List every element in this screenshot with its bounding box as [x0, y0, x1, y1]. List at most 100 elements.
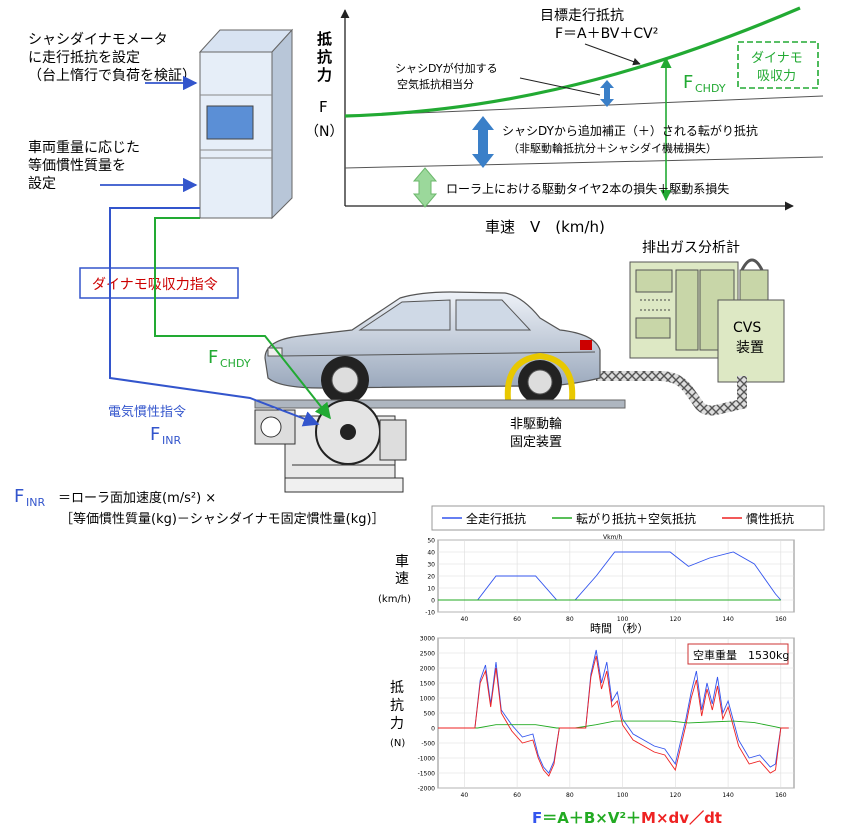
speed-y-label-1: 車 [395, 553, 409, 570]
mass-text-line1: 車両重量に応じた [28, 139, 140, 156]
speed-ytick: 20 [427, 574, 435, 581]
speed-y-unit: (km/h) [378, 594, 411, 605]
force-ytick: 1500 [420, 681, 435, 688]
speed-top-label: Vkm/h [603, 534, 622, 541]
speed-ytick: 50 [427, 538, 435, 545]
cvs-unit: CVS 装置 [717, 258, 785, 383]
force-series-line-2 [438, 655, 789, 777]
cabinet-display [206, 105, 254, 140]
chassis-dynamometer [254, 399, 407, 493]
drive-wheel [321, 356, 369, 404]
finr-formula: F INR ＝ローラ面加速度(m/s²) × ［等価慣性質量(kg)－シャシダイ… [14, 486, 385, 527]
force-series-line-0 [438, 649, 789, 774]
air-note-line2: 空気抵抗相当分 [397, 77, 474, 91]
target-formula: F＝A＋BV＋CV² [555, 26, 658, 42]
speed-ytick: 30 [427, 562, 435, 569]
speed-ytick: 10 [427, 586, 435, 593]
speed-y-label-2: 速 [395, 571, 409, 587]
speed-xtick: 160 [775, 616, 787, 623]
exhaust-analyzer-label: 排出ガス分析計 [642, 240, 740, 256]
inertia-command-label: 電気慣性指令 [108, 404, 186, 420]
rolling-text-line1: シャシDYから追加補正（＋）される転がり抵抗 [502, 123, 758, 138]
finr-formula-sub: INR [26, 496, 45, 509]
top-left-labels: シャシダイナモメータ に走行抵抗を設定 （台上惰行で負荷を検証） 車両重量に応じ… [28, 32, 196, 192]
formula-f: F [532, 809, 542, 827]
empty-weight-label: 空車重量 1530kg [693, 648, 789, 662]
force-y-label-2: 抗 [390, 698, 404, 714]
speed-xtick: 140 [722, 616, 734, 623]
fchdy-cell-main: F [208, 347, 218, 368]
speed-ytick: 40 [427, 550, 435, 557]
fchdy-label-main: F [683, 72, 693, 93]
legend-green: 転がり抵抗＋空気抵抗 [576, 511, 696, 526]
legend-red: 慣性抵抗 [746, 511, 794, 526]
dyno-command-wire [154, 217, 331, 420]
speed-xtick: 80 [566, 616, 574, 623]
dynamometer-control-cabinet [198, 28, 294, 220]
force-ytick: 1000 [420, 696, 435, 703]
svg-text:F＝A＋B×V²＋M×dv／dt: F＝A＋B×V²＋M×dv／dt [532, 809, 722, 827]
y-label-char2: 抗 [317, 48, 332, 66]
dyno-box-line1: ダイナモ [751, 51, 803, 66]
finr-formula-line2: ［等価慣性質量(kg)－シャシダイナモ固定慣性量(kg)］ [60, 511, 385, 527]
finr-cell-main: F [150, 424, 160, 445]
force-ytick: -1000 [418, 756, 436, 763]
formula-eq: ＝A＋B×V²＋ [542, 809, 641, 827]
bottom-formula: F＝A＋B×V²＋M×dv／dt [532, 809, 722, 827]
inertia-command-wire [109, 207, 320, 427]
force-ytick: 0 [431, 726, 435, 733]
series-legend: 全走行抵抗 転がり抵抗＋空気抵抗 慣性抵抗 [431, 505, 825, 531]
air-note-line1: シャシDYが付加する [395, 61, 498, 75]
roller-loss-text: ローラ上における駆動タイヤ2本の損失＋駆動系損失 [446, 181, 729, 196]
y-label-char1: 抵 [317, 30, 332, 48]
fchdy-label-sub: CHDY [695, 82, 726, 95]
target-title: 目標走行抵抗 [540, 8, 624, 24]
speed-xtick: 100 [617, 616, 629, 623]
finr-formula-rest: ＝ローラ面加速度(m/s²) × [58, 490, 216, 506]
force-ytick: 500 [424, 711, 436, 718]
roller-loss-arrow [412, 167, 438, 208]
speed-xtick: 60 [513, 616, 521, 623]
force-y-label-3: 力 [390, 716, 404, 732]
target-resistance-curve [344, 6, 801, 118]
force-chart: 抵 抗 力 (N) 300025002000150010005000-500-1… [390, 636, 795, 799]
exhaust-hose [596, 371, 747, 416]
setting-text-line2: に走行抵抗を設定 [28, 50, 140, 66]
floor-plate [254, 399, 626, 409]
y-label-char3: 力 [317, 66, 332, 84]
cvs-label-line2: 装置 [736, 340, 764, 356]
fchdy-cell-sub: CHDY [220, 357, 251, 370]
setting-text-line3: （台上惰行で負荷を検証） [28, 68, 196, 84]
force-xtick: 100 [617, 792, 629, 799]
force-xtick: 80 [566, 792, 574, 799]
force-xtick: 140 [722, 792, 734, 799]
legend-blue: 全走行抵抗 [466, 511, 526, 526]
non-drive-wheel [504, 352, 576, 404]
speed-series-line-0 [438, 551, 782, 601]
force-ytick: 3000 [420, 636, 435, 643]
mass-text-line3: 設定 [28, 176, 56, 192]
finr-formula-main: F [14, 486, 24, 507]
speed-xtick: 40 [461, 616, 469, 623]
speed-ytick: 0 [431, 598, 435, 605]
x-axis-label: 車速 V (km/h) [485, 218, 605, 236]
speed-x-title: 時間 （秒） [590, 621, 649, 635]
force-ytick: -1500 [418, 771, 436, 778]
force-ytick: 2500 [420, 651, 435, 658]
y-unit: （N） [305, 124, 343, 140]
middle-band-line [344, 156, 824, 169]
force-y-unit: (N) [390, 738, 405, 749]
formula-rest: ×dv／dt [656, 809, 722, 827]
dyno-absorption-box [737, 41, 819, 89]
nondrive-label-line2: 固定装置 [510, 435, 562, 450]
resistance-speed-chart: 抵 抗 力 F （N） 車速 V (km/h) 目標走行抵抗 F＝A＋BV＋CV… [305, 6, 824, 236]
force-series-line-1 [438, 720, 781, 729]
speed-ytick: -10 [425, 610, 435, 617]
nondrive-label-line1: 非駆動輪 [510, 416, 562, 432]
force-xtick: 120 [670, 792, 682, 799]
dyno-box-line2: 吸収力 [757, 69, 796, 84]
rolling-resistance-arrow [472, 116, 494, 168]
